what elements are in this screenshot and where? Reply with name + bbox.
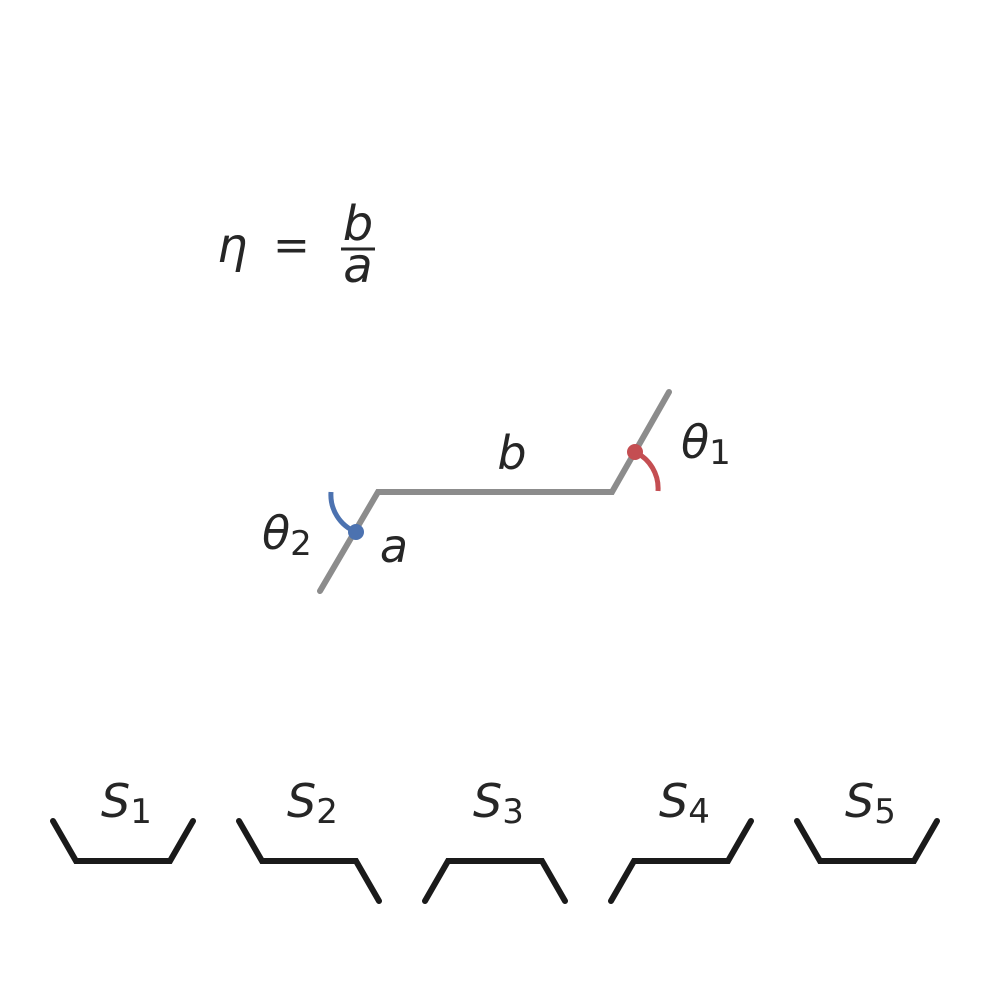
theta1-vertex-dot	[627, 444, 643, 460]
theta2-vertex-dot	[348, 524, 364, 540]
theta1-label: θ1	[681, 415, 731, 473]
shape-s4: S4	[608, 774, 754, 904]
shape-s2-path	[236, 818, 382, 904]
shape-s1-path	[50, 818, 196, 864]
eta-symbol: η	[217, 218, 247, 274]
shape-s4-label: S4	[659, 774, 710, 832]
theta2-label: θ2	[262, 506, 312, 564]
shape-s5-path	[794, 818, 940, 864]
label-a: a	[380, 519, 408, 573]
equals-sign: =	[273, 220, 310, 271]
main-geometry: b a θ1 θ2	[262, 389, 731, 594]
shape-catalogue: S1 S2 S3 S4 S5	[50, 774, 940, 904]
shape-s3-label: S3	[473, 774, 524, 832]
fraction-numerator: b	[343, 196, 373, 252]
shape-s1: S1	[50, 774, 196, 864]
shape-s3: S3	[422, 774, 568, 904]
eta-formula: η = b a	[217, 196, 375, 294]
segment-path	[317, 389, 672, 594]
label-b: b	[497, 426, 526, 480]
shape-s2-label: S2	[287, 774, 338, 832]
shape-s3-path	[422, 858, 568, 904]
fraction-denominator: a	[343, 238, 372, 294]
shape-s5-label: S5	[845, 774, 896, 832]
shape-s4-path	[608, 818, 754, 904]
shape-s1-label: S1	[101, 774, 152, 832]
shape-s5: S5	[794, 774, 940, 864]
shape-s2: S2	[236, 774, 382, 904]
